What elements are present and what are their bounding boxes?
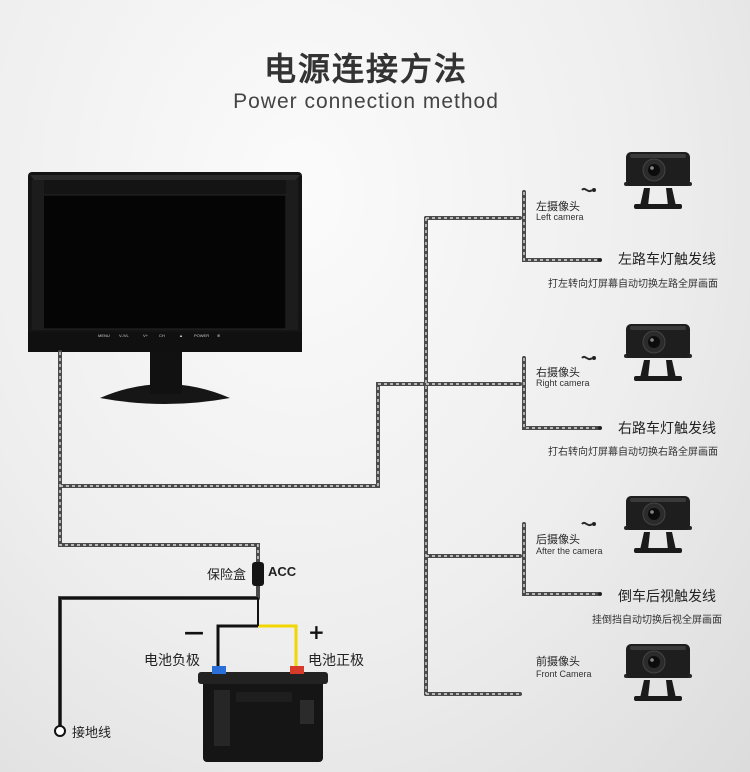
page-subtitle: Power connection method xyxy=(233,90,499,113)
front-camera-image xyxy=(623,643,693,702)
left-trigger-label: 左路车灯触发线 xyxy=(618,252,716,268)
left-camera-label: 左摄像头 xyxy=(536,200,580,213)
fuse-box xyxy=(252,562,264,586)
page-title: 电源连接方法 xyxy=(263,50,468,88)
right-camera-label: 右摄像头 xyxy=(536,366,580,379)
ground-wire xyxy=(59,597,258,728)
rear-camera-label: 后摄像头 xyxy=(536,533,580,546)
acc-label: ACC xyxy=(268,564,297,579)
wire-terminals xyxy=(581,187,602,596)
rear-camera-label-en: After the camera xyxy=(536,546,603,556)
monitor-button-menu: MENU xyxy=(98,333,110,338)
left-camera-image xyxy=(623,151,693,210)
ground-label: 接地线 xyxy=(72,726,112,741)
right-camera-image xyxy=(623,323,693,382)
monitor-button-source: ⊕ xyxy=(217,333,221,338)
rear-trigger-desc: 挂倒挡自动切换后视全屏画面 xyxy=(592,615,722,626)
positive-sign: + xyxy=(308,620,325,644)
front-camera-label: 前摄像头 xyxy=(536,655,580,668)
right-camera-label-en: Right camera xyxy=(536,378,590,388)
monitor-button-vol-down: V-/VL xyxy=(119,333,129,338)
left-trigger-desc: 打左转向灯屏幕自动切换左路全屏画面 xyxy=(548,279,718,290)
rear-camera-image xyxy=(623,495,693,554)
monitor-button-vol-up: V+ xyxy=(143,333,149,338)
positive-label: 电池正极 xyxy=(308,653,364,669)
rear-trigger-label: 倒车后视触发线 xyxy=(618,589,716,605)
right-trigger-label: 右路车灯触发线 xyxy=(618,421,716,437)
negative-label: 电池负极 xyxy=(144,653,200,669)
battery xyxy=(198,666,328,762)
ground-terminal xyxy=(54,725,66,737)
monitor-button-ch: CH xyxy=(159,333,165,338)
positive-wire xyxy=(258,624,298,668)
left-camera-label-en: Left camera xyxy=(536,212,584,222)
fuse-label: 保险盒 xyxy=(207,568,247,583)
monitor xyxy=(28,172,302,404)
negative-sign: — xyxy=(184,620,204,644)
negative-wire xyxy=(216,624,258,668)
monitor-button-up: ▲ xyxy=(179,333,183,338)
front-camera-label-en: Front Camera xyxy=(536,669,592,679)
monitor-button-power: POWER xyxy=(194,333,210,338)
right-trigger-desc: 打右转向灯屏幕自动切换右路全屏画面 xyxy=(548,447,718,458)
